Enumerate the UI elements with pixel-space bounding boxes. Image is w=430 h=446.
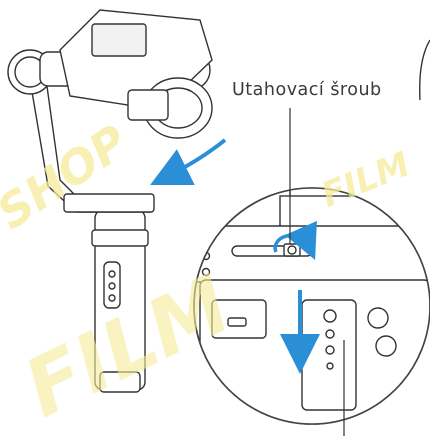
detail-magnifier — [193, 187, 430, 425]
gimbal-handle — [91, 209, 149, 393]
tightening-screw-label: Utahovací šroub — [232, 80, 382, 100]
tightening-screw-icon — [283, 243, 301, 257]
rotate-arrow-icon — [273, 220, 317, 260]
swing-arrow-icon — [150, 138, 227, 185]
partial-figure — [419, 39, 430, 101]
camera-body — [59, 9, 213, 139]
